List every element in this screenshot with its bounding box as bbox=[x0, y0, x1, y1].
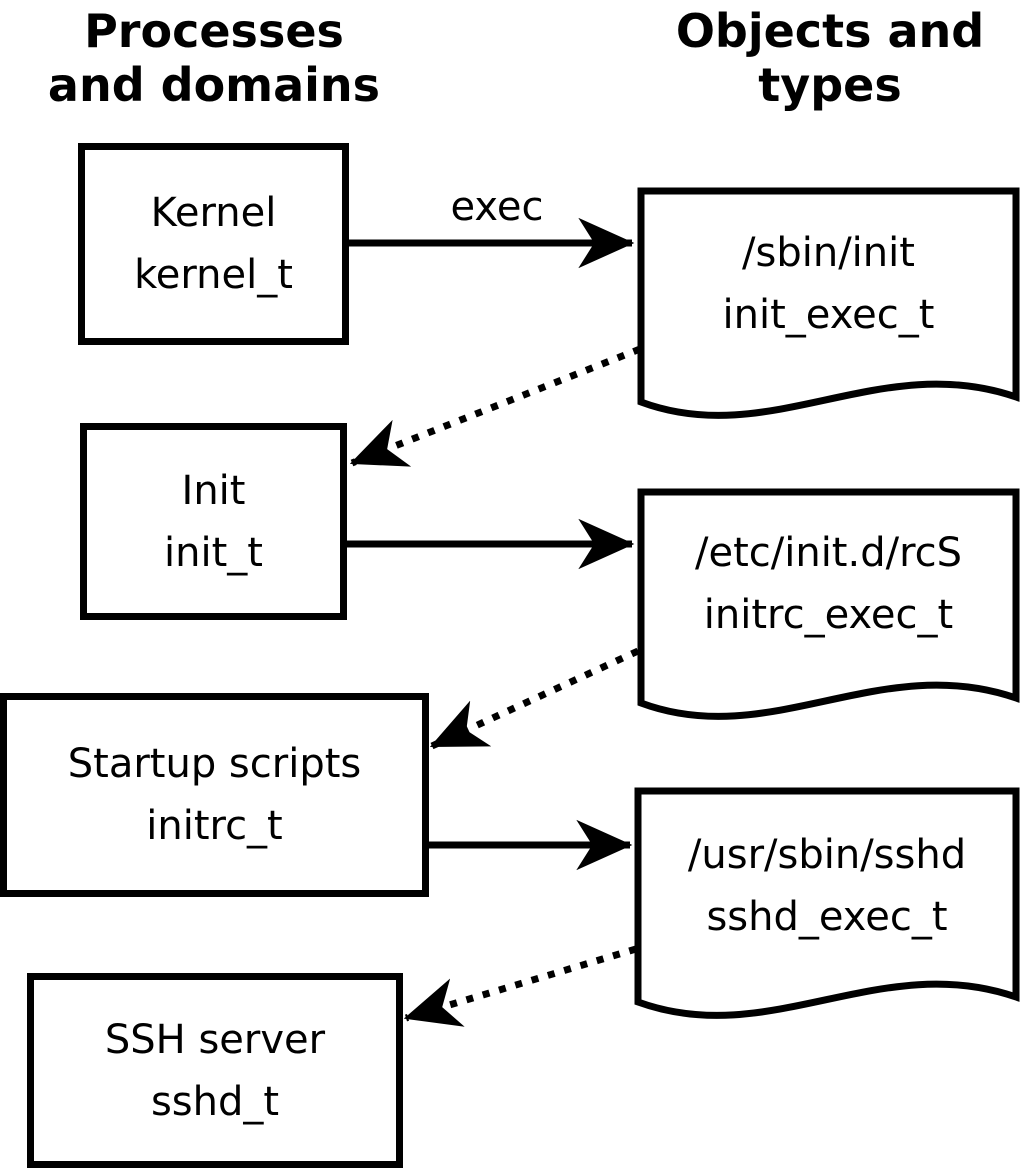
object-path: /sbin/init bbox=[742, 230, 915, 276]
process-name: Startup scripts bbox=[67, 741, 362, 787]
transition-arrow-sshd-to-sshd-t bbox=[403, 945, 638, 1027]
object-path: /etc/init.d/rcS bbox=[694, 530, 963, 576]
process-name: SSH server bbox=[104, 1016, 326, 1063]
document-shape-usr-sbin-sshd bbox=[634, 787, 1020, 1019]
transition-arrow-sbin-init-to-init-t bbox=[349, 345, 642, 467]
column-header-line: Processes bbox=[84, 4, 344, 58]
exec-arrow-label: exec bbox=[450, 184, 544, 230]
column-header-objects: Objects and types bbox=[630, 4, 1024, 112]
object-doc-label-etc-initd-rcs: /etc/init.d/rcS initrc_exec_t bbox=[641, 522, 1016, 646]
object-doc-label-usr-sbin-sshd: /usr/sbin/sshd sshd_exec_t bbox=[638, 824, 1016, 948]
transition-arrow-rcs-to-initrc-t bbox=[429, 647, 640, 750]
process-box-init: Init init_t bbox=[80, 423, 347, 620]
column-header-line: and domains bbox=[47, 58, 381, 112]
process-box-ssh-server: SSH server sshd_t bbox=[27, 973, 403, 1168]
object-path: /usr/sbin/sshd bbox=[687, 832, 967, 878]
object-file-type: initrc_exec_t bbox=[703, 592, 954, 638]
document-shape-sbin-init bbox=[637, 187, 1020, 419]
object-doc-label-sbin-init: /sbin/init init_exec_t bbox=[641, 222, 1016, 346]
object-file-type: init_exec_t bbox=[722, 292, 935, 338]
process-domain-type: initrc_t bbox=[146, 803, 283, 849]
process-box-startup-scripts: Startup scripts initrc_t bbox=[0, 693, 429, 897]
object-file-type: sshd_exec_t bbox=[706, 894, 948, 940]
column-header-processes: Processes and domains bbox=[14, 4, 414, 112]
column-header-line: Objects and bbox=[675, 4, 985, 58]
process-domain-type: sshd_t bbox=[150, 1078, 280, 1125]
process-domain-type: kernel_t bbox=[134, 252, 293, 298]
process-name: Kernel bbox=[150, 190, 277, 236]
document-shape-etc-initd-rcs bbox=[637, 488, 1020, 720]
column-header-line: types bbox=[758, 58, 902, 112]
process-domain-type: init_t bbox=[164, 529, 263, 576]
process-name: Init bbox=[181, 467, 246, 514]
process-box-kernel: Kernel kernel_t bbox=[78, 143, 349, 345]
